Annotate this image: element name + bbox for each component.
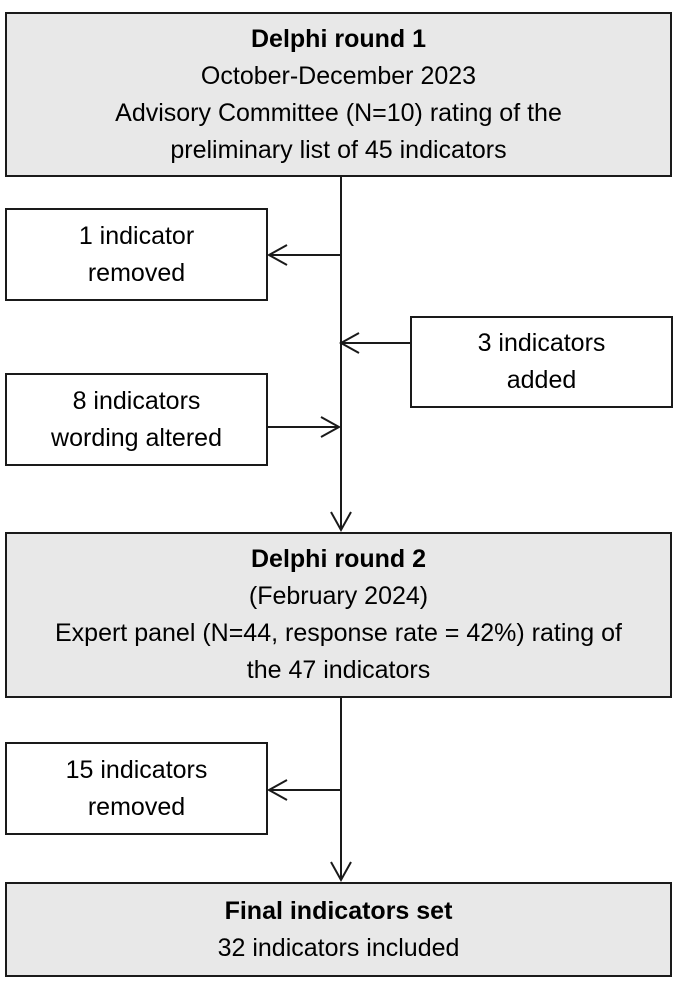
removed-1-line-2: removed [87, 258, 186, 287]
arrowhead-removed-2 [266, 779, 288, 801]
altered-box: 8 indicators wording altered [5, 373, 268, 466]
added-box: 3 indicators added [410, 316, 673, 408]
round2-description-1: Expert panel (N=44, response rate = 42%)… [55, 619, 622, 647]
final-count: 32 indicators included [217, 933, 460, 962]
final-indicators-box: Final indicators set 32 indicators inclu… [5, 882, 672, 977]
round1-description-2: preliminary list of 45 indicators [170, 135, 507, 164]
arrowhead-altered [320, 416, 342, 438]
round1-dates: October-December 2023 [200, 61, 477, 90]
added-line-1: 3 indicators [477, 329, 606, 357]
removed-2-line-2: removed [87, 792, 186, 821]
arrowhead-round2 [330, 511, 352, 533]
round2-dates: (February 2024) [248, 582, 429, 610]
altered-line-2: wording altered [51, 423, 222, 452]
round1-title: Delphi round 1 [251, 24, 426, 53]
removed-2-line-1: 15 indicators [65, 755, 208, 784]
delphi-round-2-box: Delphi round 2 (February 2024) Expert pa… [5, 532, 672, 698]
final-title: Final indicators set [224, 896, 453, 925]
arrowhead-removed-1 [266, 244, 288, 266]
arrowhead-added [338, 332, 360, 354]
added-line-2: added [506, 366, 577, 394]
delphi-round-1-box: Delphi round 1 October-December 2023 Adv… [5, 12, 672, 177]
removed-1-box: 1 indicator removed [5, 208, 268, 301]
round2-description-2: the 47 indicators [246, 656, 431, 684]
arrowhead-final [330, 861, 352, 883]
removed-1-line-1: 1 indicator [78, 221, 195, 250]
round2-title: Delphi round 2 [251, 545, 426, 573]
round1-description-1: Advisory Committee (N=10) rating of the [115, 98, 562, 127]
altered-line-1: 8 indicators [72, 386, 201, 415]
removed-2-box: 15 indicators removed [5, 742, 268, 835]
